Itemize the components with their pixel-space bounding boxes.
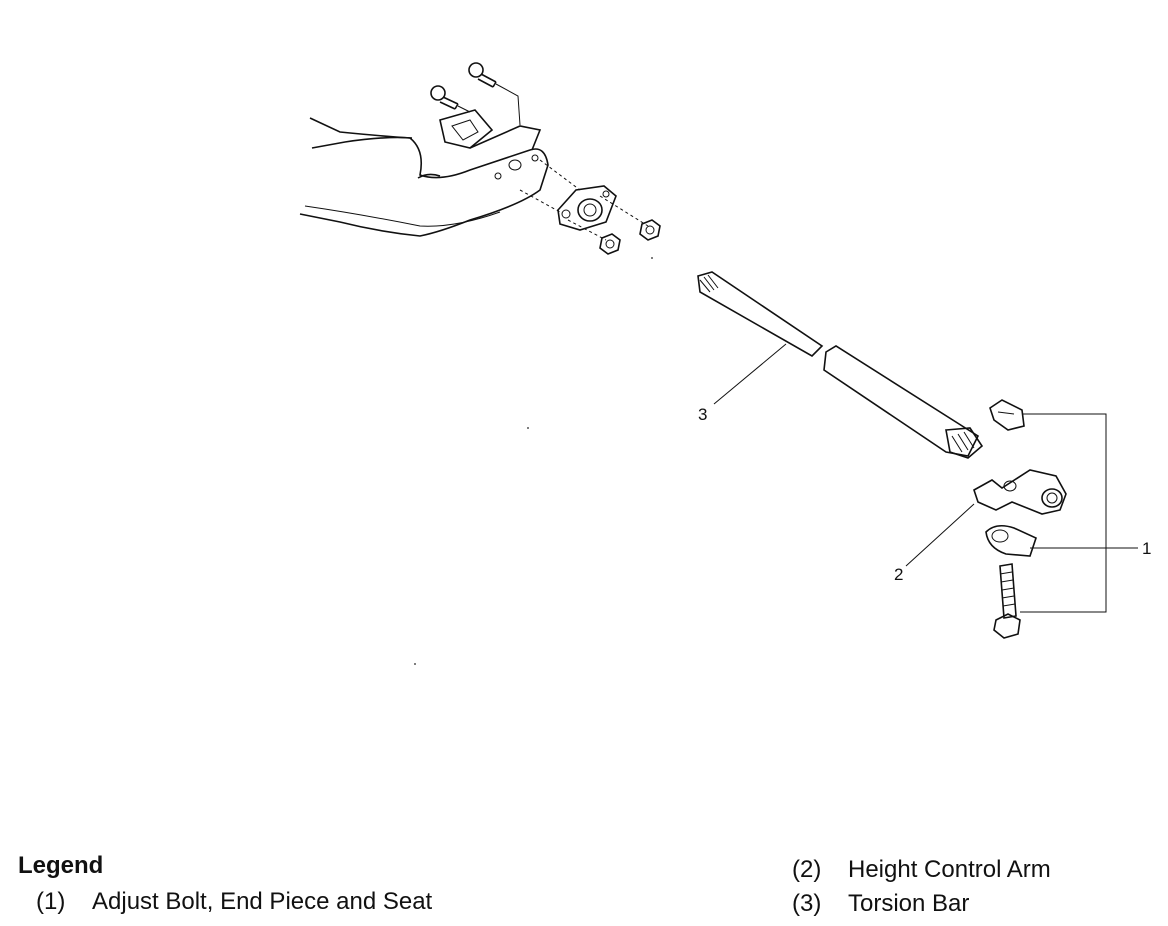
nuts xyxy=(599,219,661,255)
legend-item-text: Adjust Bolt, End Piece and Seat xyxy=(92,888,433,915)
legend-item-number: (2) xyxy=(792,856,822,883)
bushing-bracket xyxy=(519,159,649,241)
lower-control-arm xyxy=(299,109,549,237)
legend-item-3: (3) Torsion Bar xyxy=(792,890,969,918)
legend-item-text: Torsion Bar xyxy=(848,890,970,917)
torsion-bar-exploded-diagram: 1 2 3 xyxy=(299,62,1151,665)
legend-item-number: (3) xyxy=(792,890,822,917)
torsion-bar xyxy=(697,271,984,459)
legend-title: Legend xyxy=(18,852,104,879)
callout-2: 2 xyxy=(894,565,903,584)
callout-3: 3 xyxy=(698,405,707,424)
callout-1: 1 xyxy=(1142,539,1151,558)
legend-item-number: (1) xyxy=(36,888,66,915)
height-control-arm xyxy=(973,469,1067,515)
arm-bolts xyxy=(430,62,521,126)
legend-item-text: Height Control Arm xyxy=(848,856,1051,883)
leader-lines xyxy=(713,343,1138,613)
legend-item-1: (1) Adjust Bolt, End Piece and Seat xyxy=(36,888,432,916)
bolt-upper xyxy=(468,62,521,126)
legend-item-2: (2) Height Control Arm xyxy=(792,856,1051,884)
adjust-bolt-assembly xyxy=(985,399,1037,639)
bolt-lower xyxy=(430,85,471,113)
